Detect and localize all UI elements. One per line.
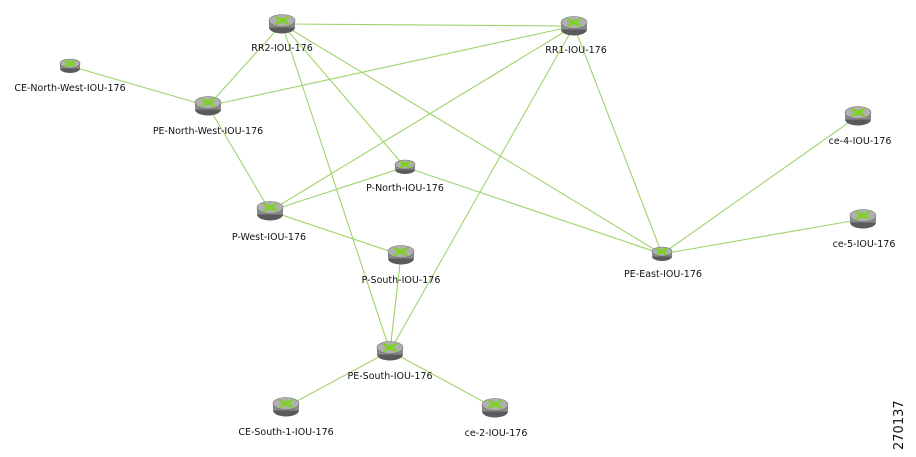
link-rr1-p_west	[269, 25, 575, 212]
link-rr1-pe_nw	[207, 25, 575, 107]
node-ce2[interactable]: ce-2-IOU-176	[465, 398, 528, 440]
link-p_south-pe_south	[389, 254, 402, 352]
node-label: ce-4-IOU-176	[829, 136, 892, 147]
node-ce4[interactable]: ce-4-IOU-176	[829, 106, 892, 148]
node-label: RR1-IOU-176	[545, 45, 606, 56]
router-icon	[651, 246, 673, 261]
node-label: P-South-IOU-176	[362, 275, 441, 286]
link-ce_nw-pe_nw	[69, 65, 209, 107]
link-pe_south-ce_s1	[285, 350, 391, 408]
router-icon	[268, 14, 296, 34]
node-ce_nw[interactable]: CE-North-West-IOU-176	[14, 58, 126, 94]
link-pe_east-ce4	[661, 115, 859, 255]
link-rr1-pe_south	[389, 25, 575, 352]
node-rr2[interactable]: RR2-IOU-176	[251, 14, 313, 55]
node-label: RR2-IOU-176	[251, 43, 312, 54]
router-icon	[59, 58, 81, 73]
link-p_west-p_south	[269, 210, 402, 256]
node-p_south[interactable]: P-South-IOU-176	[362, 245, 441, 287]
link-rr2-p_north	[281, 23, 406, 168]
node-pe_nw[interactable]: PE-North-West-IOU-176	[153, 96, 263, 138]
link-rr2-pe_east	[281, 23, 663, 255]
node-ce5[interactable]: ce-5-IOU-176	[833, 209, 896, 251]
link-pe_east-ce5	[661, 218, 864, 255]
link-rr1-pe_east	[573, 25, 663, 255]
link-pe_nw-p_west	[207, 105, 271, 212]
link-rr2-pe_south	[281, 23, 391, 352]
node-label: CE-North-West-IOU-176	[14, 83, 125, 94]
node-rr1[interactable]: RR1-IOU-176	[545, 16, 607, 57]
nodes-layer: RR2-IOU-176 RR1-IOU-176CE-North-West-IOU-…	[14, 14, 896, 440]
router-icon	[194, 96, 222, 116]
router-icon	[387, 245, 415, 265]
router-icon	[272, 397, 300, 417]
router-icon	[376, 341, 404, 361]
node-pe_east[interactable]: PE-East-IOU-176	[624, 246, 702, 280]
node-label: P-West-IOU-176	[232, 232, 306, 243]
node-label: P-North-IOU-176	[366, 183, 444, 194]
node-label: PE-South-IOU-176	[348, 371, 433, 382]
node-pe_south[interactable]: PE-South-IOU-176	[348, 341, 433, 383]
link-p_north-p_west	[269, 166, 406, 212]
node-label: PE-East-IOU-176	[624, 269, 702, 280]
link-rr2-rr1	[281, 23, 575, 27]
link-rr2-pe_nw	[207, 23, 283, 107]
node-label: ce-2-IOU-176	[465, 428, 528, 439]
node-label: CE-South-1-IOU-176	[238, 427, 333, 438]
link-p_north-pe_east	[404, 166, 663, 255]
router-icon	[844, 106, 872, 126]
router-icon	[481, 398, 509, 418]
router-icon	[560, 16, 588, 36]
node-label: PE-North-West-IOU-176	[153, 126, 263, 137]
node-label: ce-5-IOU-176	[833, 239, 896, 250]
router-icon	[849, 209, 877, 229]
links-layer	[69, 23, 864, 409]
node-p_north[interactable]: P-North-IOU-176	[366, 159, 444, 194]
figure-id: 270137	[892, 400, 907, 450]
router-icon	[394, 159, 416, 174]
router-icon	[256, 201, 284, 221]
link-pe_south-ce2	[389, 350, 496, 409]
node-p_west[interactable]: P-West-IOU-176	[232, 201, 306, 244]
node-ce_s1[interactable]: CE-South-1-IOU-176	[238, 397, 334, 439]
